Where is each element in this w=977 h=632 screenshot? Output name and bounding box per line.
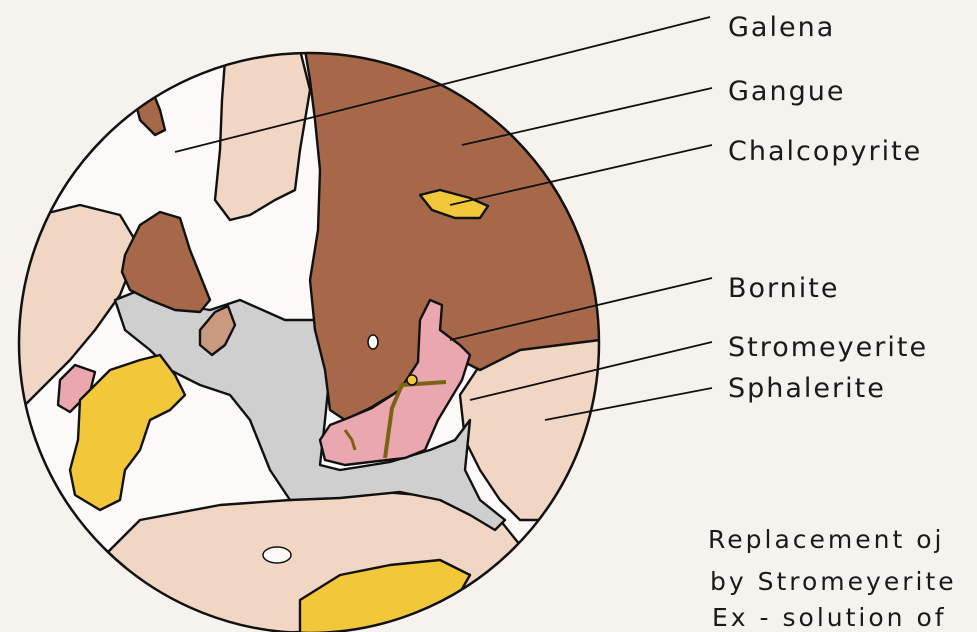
inclusion — [368, 335, 378, 349]
label-galena: Galena — [728, 12, 835, 43]
label-stromeyerite: Stromeyerite — [728, 332, 928, 363]
caption-line-2: by Stromeyerite — [710, 567, 957, 596]
label-bornite: Bornite — [728, 273, 839, 304]
label-sphalerite: Sphalerite — [728, 373, 886, 404]
label-gangue: Gangue — [728, 76, 845, 107]
caption-line-1: Replacement oj — [708, 525, 944, 554]
chalcopyrite-dot — [407, 375, 417, 385]
label-chalcopyrite: Chalcopyrite — [728, 136, 922, 167]
leader-gangue — [462, 88, 712, 145]
caption-line-3: Ex - solution of — [712, 603, 947, 632]
inclusion-bottom — [263, 547, 291, 563]
